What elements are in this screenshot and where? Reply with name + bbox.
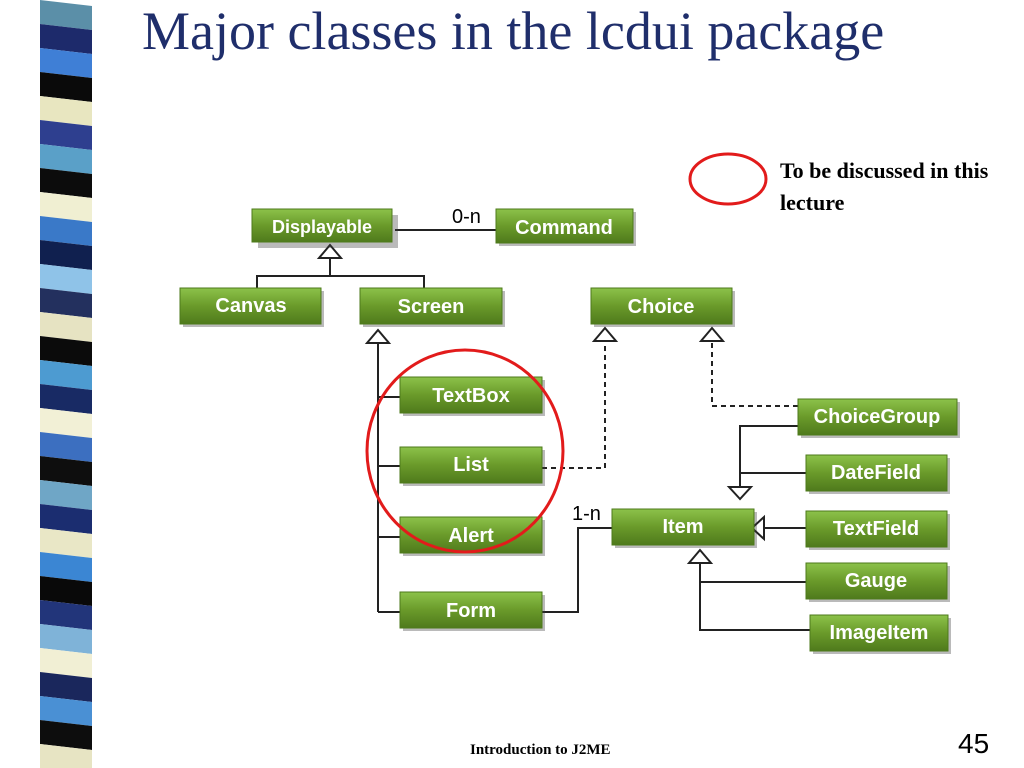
stripe-band bbox=[40, 528, 92, 558]
class-choice: Choice bbox=[590, 287, 735, 327]
multiplicity-displayable-command: 0-n bbox=[452, 206, 481, 228]
stripe-band bbox=[40, 120, 92, 150]
stripe-band bbox=[40, 48, 92, 78]
class-label: Screen bbox=[398, 296, 465, 318]
inherit-gauge-imageitem-item bbox=[699, 563, 810, 631]
class-label: ImageItem bbox=[830, 622, 929, 644]
stripe-band bbox=[40, 456, 92, 486]
class-form: Form bbox=[399, 591, 545, 631]
stripe-band bbox=[40, 552, 92, 582]
stripe-band bbox=[40, 360, 92, 390]
stripe-band bbox=[40, 192, 92, 222]
stripe-band bbox=[40, 480, 92, 510]
stripe-band bbox=[40, 624, 92, 654]
class-displayable: Displayable bbox=[251, 208, 398, 248]
realization-lines bbox=[542, 340, 798, 469]
inherit-choicegroup-datefield-item bbox=[739, 425, 798, 488]
stripe-band bbox=[40, 432, 92, 462]
class-label: Displayable bbox=[272, 217, 372, 237]
stripe-band bbox=[40, 96, 92, 126]
class-imageitem: ImageItem bbox=[809, 614, 951, 654]
arrowhead-screen bbox=[364, 328, 392, 344]
arrowhead-choice-choicegroup bbox=[698, 326, 726, 342]
stripe-band bbox=[40, 408, 92, 438]
stripe-band bbox=[40, 744, 92, 768]
class-screen: Screen bbox=[359, 287, 505, 327]
legend-ellipse bbox=[688, 152, 768, 206]
class-label: Canvas bbox=[215, 295, 286, 317]
class-canvas: Canvas bbox=[179, 287, 324, 327]
class-label: TextField bbox=[833, 518, 919, 540]
stripe-band bbox=[40, 504, 92, 534]
class-label: Form bbox=[446, 600, 496, 622]
stripe-band bbox=[40, 720, 92, 750]
stripe-band bbox=[40, 288, 92, 318]
inherit-canvas-screen-displayable bbox=[256, 275, 425, 290]
stripe-band bbox=[40, 600, 92, 630]
arrowhead-displayable bbox=[316, 243, 344, 259]
class-label: DateField bbox=[831, 462, 921, 484]
slide-title: Major classes in the lcdui package bbox=[142, 1, 885, 61]
highlight-ellipse-group bbox=[365, 348, 565, 554]
legend-text: To be discussed in this lecture bbox=[780, 158, 989, 215]
stripe-band bbox=[40, 384, 92, 414]
multiplicity-form-item: 1-n bbox=[572, 503, 601, 525]
class-alert: Alert bbox=[399, 516, 545, 556]
stripe-band bbox=[40, 264, 92, 294]
class-label: Alert bbox=[448, 525, 494, 547]
arrowhead-item-gauge bbox=[686, 548, 714, 564]
stripe-band bbox=[40, 240, 92, 270]
stripe-band bbox=[40, 696, 92, 726]
stripe-band bbox=[40, 144, 92, 174]
class-textfield: TextField bbox=[805, 510, 950, 550]
class-list: List bbox=[399, 446, 545, 486]
class-datefield: DateField bbox=[805, 454, 950, 494]
class-label: TextBox bbox=[432, 385, 509, 407]
class-label: Gauge bbox=[845, 570, 907, 592]
slide-footer: Introduction to J2ME bbox=[470, 742, 611, 758]
stripe-band bbox=[40, 216, 92, 246]
class-choicegroup: ChoiceGroup bbox=[797, 398, 960, 438]
arrowhead-item-textfield bbox=[750, 514, 765, 542]
class-item: Item bbox=[611, 508, 757, 548]
class-label: ChoiceGroup bbox=[814, 406, 941, 428]
class-label: List bbox=[453, 454, 489, 476]
stripe-band bbox=[40, 336, 92, 366]
association-form-item bbox=[542, 527, 612, 613]
class-gauge: Gauge bbox=[805, 562, 950, 602]
stripe-band bbox=[40, 576, 92, 606]
class-textbox: TextBox bbox=[399, 376, 545, 416]
stripe-band bbox=[40, 648, 92, 678]
stripe-band bbox=[40, 672, 92, 702]
stripe-band bbox=[40, 72, 92, 102]
inheritance-arrowheads bbox=[316, 243, 765, 564]
page-number: 45 bbox=[958, 728, 990, 759]
arrowhead-choice-list bbox=[591, 326, 619, 342]
class-label: Item bbox=[662, 516, 703, 538]
stripe-band bbox=[40, 0, 92, 30]
realize-choicegroup-choice bbox=[711, 340, 798, 407]
decorative-stripe bbox=[0, 0, 120, 768]
arrowhead-item-choicegroup bbox=[726, 486, 754, 501]
class-label: Command bbox=[515, 217, 613, 239]
class-command: Command bbox=[495, 208, 636, 246]
class-label: Choice bbox=[628, 296, 695, 318]
stripe-band bbox=[40, 24, 92, 54]
stripe-band bbox=[40, 312, 92, 342]
stripe-band bbox=[40, 168, 92, 198]
connectors bbox=[256, 229, 810, 631]
